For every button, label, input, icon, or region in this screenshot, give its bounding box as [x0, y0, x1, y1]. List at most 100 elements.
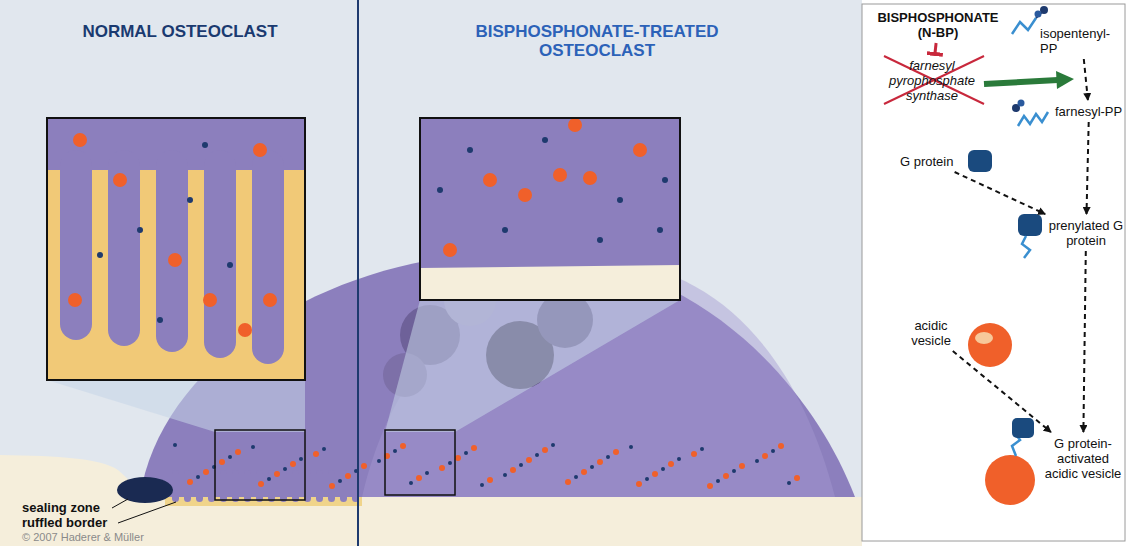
- vesicle-dot: [597, 237, 603, 243]
- vesicle-dot: [771, 449, 775, 453]
- pathway-step: prenylated G protein: [1048, 218, 1124, 248]
- zoom-beam: [47, 380, 305, 432]
- vesicle-dot: [203, 293, 217, 307]
- vesicle-dot: [568, 118, 582, 132]
- pathway-step: acidic vesicle: [900, 318, 962, 348]
- vesicle-dot: [707, 483, 713, 489]
- vesicle-dot: [443, 243, 457, 257]
- leader-line: [112, 499, 128, 508]
- vesicle-dot: [338, 479, 342, 483]
- vesicle-dot: [464, 451, 468, 455]
- pathway-arrow: [953, 351, 1051, 432]
- vesicle-dot: [290, 461, 296, 467]
- vesicle-dot: [227, 262, 233, 268]
- step-text: acidic vesicle: [900, 318, 962, 348]
- vesicle-dot: [739, 463, 745, 469]
- pathway-arrow: [955, 172, 1046, 214]
- ruffle: [220, 470, 227, 502]
- vesicle-dot: [613, 449, 619, 455]
- vesicle-dot: [168, 253, 182, 267]
- vesicle-dot: [668, 461, 674, 467]
- vesicle-dot: [157, 317, 163, 323]
- vesicle-dot: [187, 479, 193, 485]
- vesicle-dot: [471, 445, 477, 451]
- vesicle-dot: [467, 147, 473, 153]
- vesicle-dot: [439, 465, 445, 471]
- vesicle-dot: [553, 168, 567, 182]
- vesicle-dot: [510, 467, 516, 473]
- vesicle-dot: [361, 463, 367, 469]
- sealing-zone: [117, 477, 173, 503]
- panel-title: BISPHOSPHONATE-TREATED OSTEOCLAST: [432, 22, 762, 60]
- pathway-arrow: [1083, 251, 1085, 432]
- ruffle: [172, 470, 179, 502]
- part-label: ruffled border: [22, 515, 132, 530]
- vesicle-dot: [583, 171, 597, 185]
- vesicle-dot: [762, 453, 768, 459]
- vesicle-dot: [778, 443, 784, 449]
- ruffle: [328, 470, 335, 502]
- vesicle-dot: [173, 443, 177, 447]
- pathway-arrow: [1087, 122, 1089, 214]
- vesicle-dot: [203, 469, 209, 475]
- inhibition-connector: [935, 43, 936, 54]
- pathway-panel: [862, 4, 1125, 541]
- step-text: farnesyl-PP: [1055, 104, 1123, 119]
- green-arrowhead: [1056, 71, 1074, 89]
- vesicle-dot: [732, 469, 736, 473]
- vesicle-dot: [503, 473, 507, 477]
- vesicle-dot: [425, 471, 429, 475]
- vesicle-dot: [345, 473, 351, 479]
- vesicle-dot: [73, 133, 87, 147]
- vesicle-dot: [253, 143, 267, 157]
- vesicle-dot: [448, 461, 452, 465]
- ruffle: [204, 150, 236, 358]
- vesicle-dot: [652, 471, 658, 477]
- vesicle-dot: [662, 177, 668, 183]
- ruffle: [256, 470, 263, 502]
- vesicle-dot: [238, 323, 252, 337]
- vesicle-dot: [645, 477, 649, 481]
- zoom-beam: [385, 300, 680, 432]
- ruffle: [208, 470, 215, 502]
- vesicle-dot: [617, 197, 623, 203]
- vesicle-dot: [274, 471, 280, 477]
- ruffle: [268, 470, 275, 502]
- vesicle-dot: [661, 467, 665, 471]
- vesicle-dot: [455, 455, 461, 461]
- step-text: G protein-activated acidic vesicle: [1042, 436, 1124, 481]
- vesicle-dot: [519, 463, 523, 467]
- vesicle-dot: [68, 293, 82, 307]
- background: [0, 0, 862, 546]
- vesicle-dot: [574, 475, 578, 479]
- step-text: prenylated G protein: [1048, 218, 1124, 248]
- vesicle-dot: [251, 445, 255, 449]
- vesicle-dot: [716, 479, 720, 483]
- step-text: G protein: [900, 154, 964, 169]
- vesicle-dot: [542, 137, 548, 143]
- zoom-box: [215, 430, 305, 500]
- vesicle-dot: [502, 227, 508, 233]
- g-protein-icon: [968, 150, 992, 172]
- copyright: © 2007 Haderer & Müller: [22, 531, 222, 544]
- pathway-step: farnesyl pyrophosphate synthase: [882, 58, 982, 103]
- vesicle-dot: [629, 445, 633, 449]
- ruffle: [232, 470, 239, 502]
- vesicle-dot: [187, 197, 193, 203]
- vesicle-dot: [794, 475, 800, 481]
- vesicle-dot: [723, 473, 729, 479]
- vesicle-dot: [700, 447, 704, 451]
- vesicle-dot: [219, 459, 225, 465]
- vesicle-dot: [322, 447, 326, 451]
- pathway-step: isopentenyl-PP: [1040, 26, 1124, 56]
- vesicle-dot: [551, 443, 555, 447]
- ruffle: [60, 150, 92, 340]
- step-text: BISPHOSPHONATE (N-BP): [876, 10, 1000, 40]
- ruffle: [184, 470, 191, 502]
- farnesyl-icon: [1012, 100, 1048, 127]
- leader-line: [118, 502, 176, 523]
- inset-treated: [420, 118, 680, 300]
- vesicle-dot: [755, 459, 759, 463]
- vesicle-dot: [597, 459, 603, 465]
- vesicle-dot: [97, 252, 103, 258]
